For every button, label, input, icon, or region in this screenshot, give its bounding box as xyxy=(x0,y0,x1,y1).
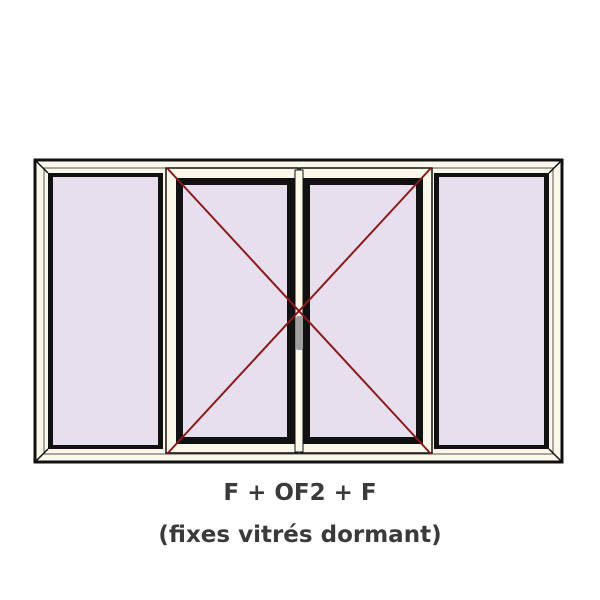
frame-corner xyxy=(34,448,49,463)
right-fixed-glass xyxy=(439,177,544,445)
diagram-title: F + OF2 + F xyxy=(223,480,377,506)
left-sash-glass xyxy=(183,185,287,437)
diagram-subtitle: (fixes vitrés dormant) xyxy=(158,522,442,548)
left-fixed-glass xyxy=(53,177,158,445)
opening-mark-right xyxy=(166,167,432,455)
handle-icon xyxy=(296,316,303,350)
right-sash-glass xyxy=(310,185,416,437)
frame-corner xyxy=(548,159,563,174)
frame-corner xyxy=(34,159,49,174)
frame-corner xyxy=(548,448,563,463)
